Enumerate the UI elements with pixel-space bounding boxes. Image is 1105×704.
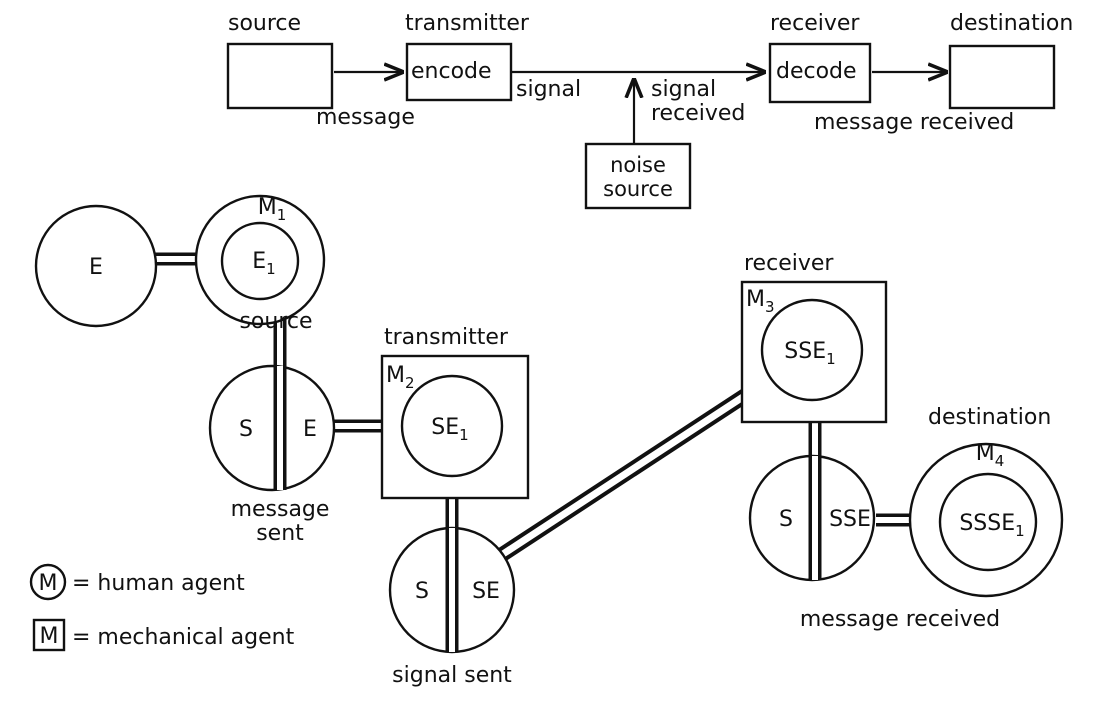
destination-box (948, 44, 1056, 110)
label-M4: M4 (976, 441, 1005, 470)
label-SE1: SE1 (431, 415, 468, 444)
message-label: message (316, 105, 415, 130)
circle-SE1 (400, 374, 504, 478)
legend-human-text: = human agent (72, 571, 245, 596)
legend: M = human agent M = mechanical agent (29, 563, 295, 652)
agent-model: E E1 M1 source S E message sent transmit… (34, 194, 1064, 688)
noise-source-box (584, 142, 692, 210)
encode-label: encode (411, 59, 492, 84)
label-E1: E1 (252, 249, 275, 278)
message-sent-label-1: message (231, 497, 330, 522)
connector-SE-SSE1 (495, 367, 783, 563)
label-M2: M2 (386, 363, 415, 392)
legend-human-symbol-circle (29, 563, 67, 601)
legend-human-symbol: M (39, 571, 58, 596)
transmitter-label: transmitter (405, 11, 530, 36)
label-S-received: S (779, 507, 793, 532)
label-SSSE1: SSSE1 (959, 511, 1024, 540)
label-S: S (239, 417, 253, 442)
shannon-model: source message transmitter encode signal… (226, 11, 1073, 210)
destination-label-bottom: destination (928, 405, 1051, 430)
destination-label: destination (950, 11, 1073, 36)
signal-received-label-1: signal (651, 77, 716, 102)
label-SSE1: SSE1 (784, 339, 835, 368)
decode-label: decode (776, 59, 857, 84)
label-E: E (89, 255, 103, 280)
circle-E1 (220, 221, 300, 301)
label-M3: M3 (746, 287, 775, 316)
message-received-top-label: message received (814, 110, 1014, 135)
noise-label-1: noise (610, 153, 666, 177)
legend-mech-symbol: M (40, 624, 59, 649)
label-source: source (239, 309, 312, 334)
noise-label-2: source (603, 177, 673, 201)
transmitter-label-bottom: transmitter (384, 325, 509, 350)
source-box (226, 42, 334, 110)
label-SSE-received: SSE (829, 507, 871, 532)
message-sent-label-2: sent (256, 521, 304, 546)
legend-mech-text: = mechanical agent (72, 625, 295, 650)
signal-received-label-2: received (651, 101, 745, 126)
receiver-label: receiver (770, 11, 860, 36)
circle-E (34, 204, 158, 328)
decode-box (768, 42, 872, 104)
receiver-label-bottom: receiver (744, 251, 834, 276)
circle-SSSE1 (938, 472, 1038, 572)
label-SE-signal: SE (472, 579, 500, 604)
label-M1: M1 (258, 195, 287, 224)
circle-S-E (208, 364, 336, 492)
legend-mech-symbol-box (32, 618, 66, 652)
label-S-signal: S (415, 579, 429, 604)
circle-SSE1 (760, 298, 864, 402)
source-label: source (228, 11, 301, 36)
signal-label: signal (516, 77, 581, 102)
label-E-message: E (303, 417, 317, 442)
message-received-bottom-label: message received (800, 607, 1000, 632)
signal-sent-label: signal sent (392, 663, 512, 688)
